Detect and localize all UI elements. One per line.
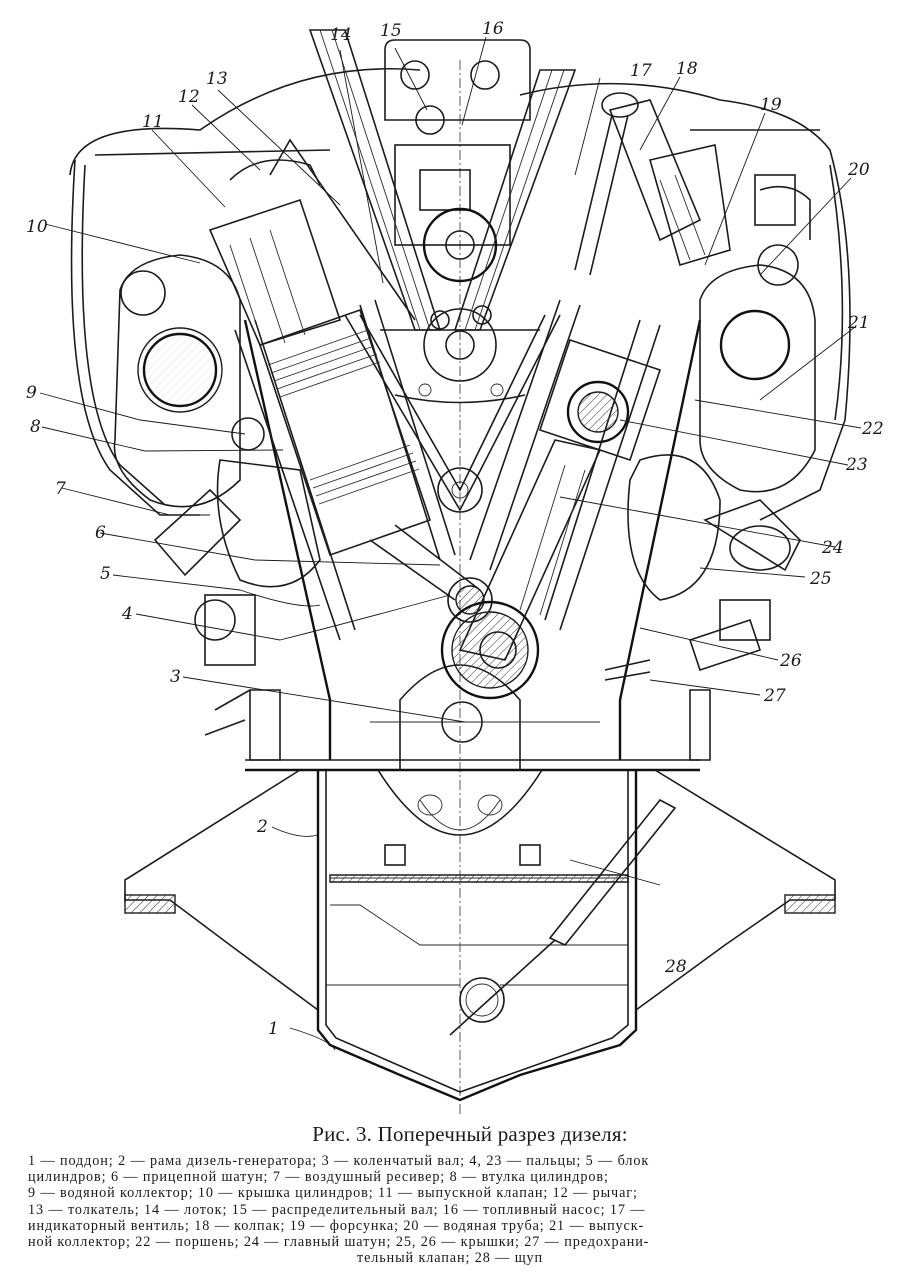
figure-caption: Рис. 3. Поперечный разрез дизеля: 1 — по…: [0, 1122, 900, 1266]
callout-23: 23: [845, 455, 868, 475]
push-rod-tray-left: [269, 29, 442, 331]
left-cylinder-head: [69, 67, 421, 761]
legend-line: тельный клапан; 28 — щуп: [356, 1250, 544, 1267]
legend-line: индикаторный вентиль; 18 — колпак; 19 — …: [28, 1217, 645, 1234]
engine-cross-section-figure: 1 2 3 4 5 6 7 8 9 10 11 12 13 14 15 16 1…: [26, 19, 884, 1115]
parts-legend: 1 — поддон; 2 — рама дизель-генератора; …: [28, 1153, 872, 1266]
callout-14: 14: [330, 25, 352, 45]
callout-8: 8: [30, 417, 41, 437]
oil-sump: [316, 770, 638, 1102]
callout-19: 19: [760, 95, 782, 115]
legend-line: 9 — водяной коллектор; 10 — крышка цилин…: [28, 1185, 638, 1202]
engine-drawing: 1 2 3 4 5 6 7 8 9 10 11 12 13 14 15 16 1…: [26, 19, 884, 1115]
callout-26: 26: [779, 651, 802, 671]
callout-27: 27: [763, 686, 786, 706]
callout-22: 22: [861, 419, 884, 439]
callout-labels: 1 2 3 4 5 6 7 8 9 10 11 12 13 14 15 16 1…: [26, 19, 884, 1039]
callout-3: 3: [170, 667, 181, 687]
callout-21: 21: [847, 313, 870, 333]
callout-16: 16: [482, 19, 504, 39]
callout-4: 4: [121, 604, 133, 624]
callout-28: 28: [664, 957, 687, 977]
cylinder-block: [243, 314, 702, 760]
callout-13: 13: [206, 69, 228, 89]
left-cylinder-bank: [234, 299, 493, 641]
callout-2: 2: [256, 817, 268, 837]
legend-line: 13 — толкатель; 14 — лоток; 15 — распред…: [28, 1201, 646, 1218]
legend-line: ной коллектор; 22 — поршень; 24 — главны…: [28, 1234, 650, 1251]
dipstick: [449, 798, 677, 1036]
callout-18: 18: [676, 59, 698, 79]
legend-line: цилиндров; 6 — прицепной шатун; 7 — возд…: [28, 1169, 609, 1186]
callout-10: 10: [26, 217, 48, 237]
callout-12: 12: [178, 87, 200, 107]
callout-15: 15: [380, 21, 402, 41]
legend-line: 1 — поддон; 2 — рама дизель-генератора; …: [28, 1153, 650, 1169]
callout-1: 1: [268, 1019, 279, 1039]
callout-9: 9: [26, 383, 37, 403]
leader-lines: [39, 36, 862, 1051]
callout-24: 24: [821, 538, 844, 558]
callout-6: 6: [95, 523, 106, 543]
callout-25: 25: [809, 569, 832, 589]
callout-17: 17: [630, 61, 652, 81]
callout-11: 11: [142, 112, 164, 132]
right-cylinder-bank: [458, 299, 662, 661]
crankshaft: [370, 600, 600, 743]
right-cylinder-head: [519, 82, 851, 761]
callout-20: 20: [847, 160, 870, 180]
generator-frame: [124, 759, 836, 1011]
push-rod-tray-right: [453, 69, 577, 331]
callout-7: 7: [55, 479, 66, 499]
callout-5: 5: [100, 564, 111, 584]
caption-title: Рис. 3. Поперечный разрез дизеля:: [312, 1122, 628, 1146]
